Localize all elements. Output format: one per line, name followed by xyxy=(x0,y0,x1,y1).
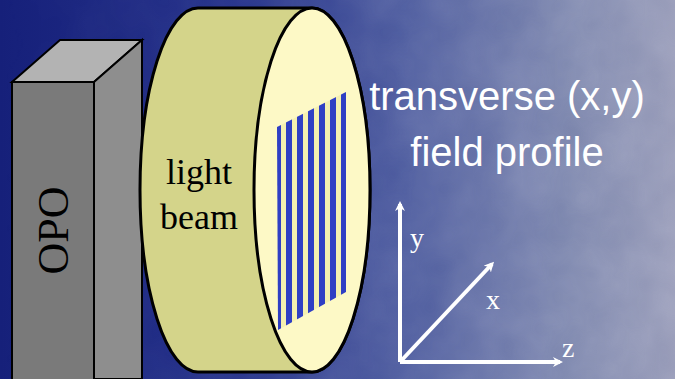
opo-box-drawing xyxy=(12,40,142,379)
opo-box: OPO xyxy=(14,82,92,378)
node-text: light beam xyxy=(140,150,258,240)
axis-label: x xyxy=(486,284,516,316)
axis-label: z xyxy=(562,332,592,364)
coordinate-axes xyxy=(400,204,560,362)
caption-text: transverse (x,y) field profile xyxy=(342,68,672,180)
beam-cylinder xyxy=(140,8,370,372)
axis-label: y xyxy=(410,222,440,254)
light-beam-cylinder: light beam xyxy=(140,140,258,250)
node-text: OPO xyxy=(26,186,81,274)
